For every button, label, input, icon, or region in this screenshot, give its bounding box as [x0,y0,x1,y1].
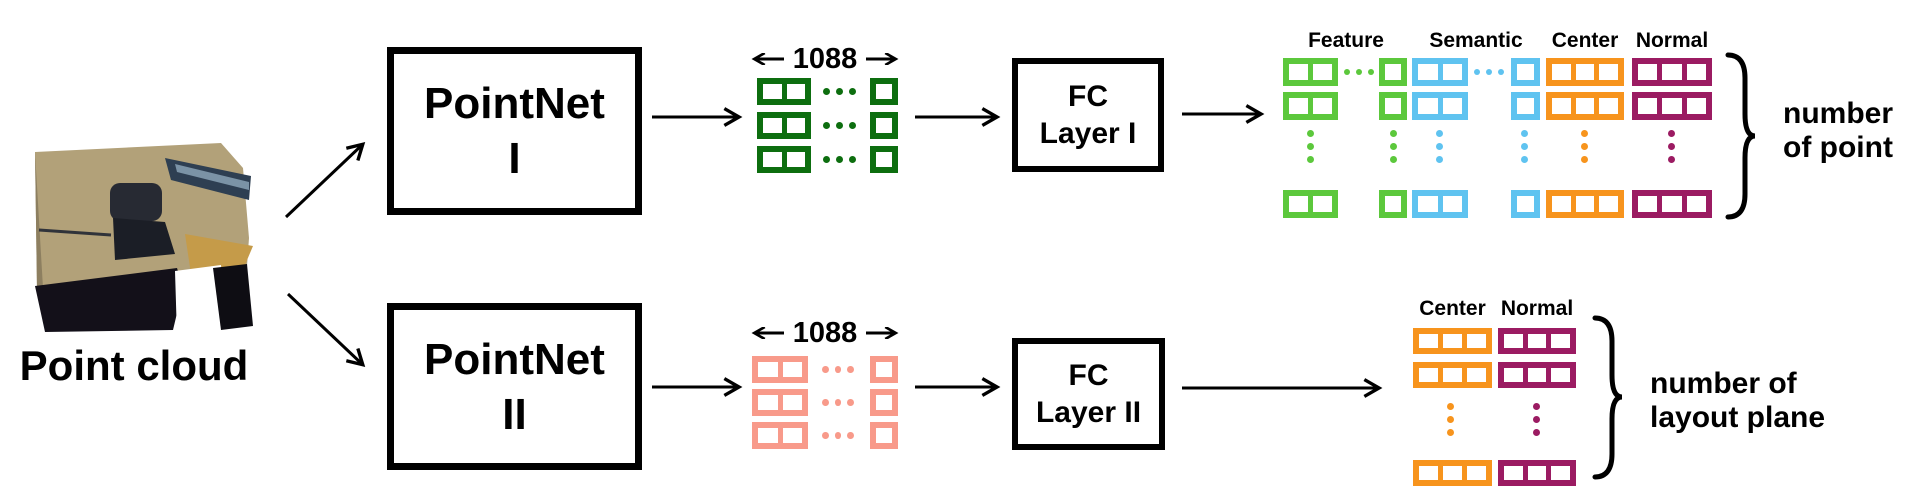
feature-cell-block [757,146,811,173]
fc-layer-1-box: FC Layer I [1012,58,1164,172]
feature-cell-block [752,356,808,383]
normal-header: Normal [1635,29,1709,52]
ellipsis-dots [1521,130,1528,163]
arrow-features-to-fc-1 [915,107,1001,127]
ellipsis-dots [822,422,855,449]
feature-dim-bottom-value: 1088 [792,316,858,349]
ellipsis-dots [1533,403,1540,436]
point-cloud-image [35,143,253,336]
left-arrow-icon [751,53,784,65]
feature-block [1283,190,1338,218]
center-block [1413,328,1492,354]
center-header: Center [1419,297,1486,320]
ellipsis-dots [823,78,856,105]
pointnet-2-label-line2: II [502,389,527,439]
normal-block [1498,362,1576,388]
normal-block [1632,92,1712,120]
feature-dim-top-value: 1088 [792,42,858,75]
normal-block [1498,328,1576,354]
feature-cell-block [757,112,811,139]
feature-cell-block [870,78,898,105]
points-count-note-line1: number [1783,97,1894,130]
feature-cell-block [870,112,898,139]
arrow-fc-1-to-output [1182,104,1265,124]
points-count-note-line2: of point [1783,131,1893,164]
semantic-block [1412,92,1468,120]
feature-cell-block [752,422,808,449]
feature-cell-block [870,356,898,383]
arrow-point-cloud-to-pointnet-1 [284,141,366,219]
semantic-block [1412,58,1468,86]
feature-block [1283,58,1338,86]
ellipsis-dots [1668,130,1675,163]
fc-layer-2-box: FC Layer II [1012,338,1165,450]
arrow-pointnet-2-to-features [652,377,743,397]
fc-layer-1-label-line2: Layer I [1039,117,1137,150]
semantic-block [1511,92,1540,120]
pointnet-1-box: PointNet I [387,47,642,215]
pointnet-1-label-line2: I [508,134,521,183]
center-block [1413,460,1492,486]
left-arrow-icon [751,327,784,339]
fc-layer-2-label-line2: Layer II [1035,396,1142,429]
arrow-point-cloud-to-pointnet-2 [286,292,366,368]
feature-block [1379,190,1407,218]
normal-block [1632,190,1712,218]
feature-block [1379,58,1407,86]
feature-dim-bottom: 1088 [746,316,904,349]
normal-block [1498,460,1576,486]
feature-block [1283,92,1338,120]
center-header: Center [1551,29,1619,52]
pointnet-2-label-line1: PointNet [424,334,605,384]
feature-cell-block [752,389,808,416]
feature-cell-block [870,422,898,449]
ellipsis-dots [822,356,855,383]
ellipsis-dots [1342,58,1375,86]
feature-cell-block [870,389,898,416]
planes-count-note: number of layout plane [1650,367,1825,435]
arrow-features-to-fc-2 [915,377,1001,397]
right-arrow-icon [866,327,899,339]
semantic-block [1511,58,1540,86]
fc-layer-1-label-line1: FC [1068,79,1108,113]
semantic-block [1412,190,1468,218]
feature-dim-top: 1088 [746,42,904,75]
feature-cell-block [757,78,811,105]
brace-icon-top [1725,52,1756,220]
normal-block [1632,58,1712,86]
ellipsis-dots [1472,58,1505,86]
center-block [1546,190,1624,218]
point-cloud-label: Point cloud [19,342,249,389]
ellipsis-dots [1307,130,1314,163]
planes-count-note-line2: layout plane [1650,401,1826,434]
arrow-fc-2-to-output [1182,378,1383,398]
ellipsis-dots [822,389,855,416]
fc-layer-2-label-line1: FC [1068,358,1109,392]
semantic-header: Semantic [1429,29,1523,52]
arrow-pointnet-1-to-features [652,107,743,127]
center-block [1413,362,1492,388]
right-arrow-icon [866,53,899,65]
feature-cell-block [870,146,898,173]
pointnet-2-box: PointNet II [387,303,642,470]
ellipsis-dots [1436,130,1443,163]
brace-icon-bottom [1592,315,1623,480]
pointnet-1-label-line1: PointNet [424,79,605,128]
center-block [1546,92,1624,120]
planes-count-note-line1: number of [1650,367,1797,400]
ellipsis-dots [823,146,856,173]
normal-header: Normal [1500,297,1574,320]
feature-block [1379,92,1407,120]
ellipsis-dots [1390,130,1397,163]
ellipsis-dots [823,112,856,139]
points-count-note: number of point [1783,97,1893,165]
feature-header: Feature [1308,29,1384,52]
semantic-block [1511,190,1540,218]
ellipsis-dots [1581,130,1588,163]
center-block [1546,58,1624,86]
ellipsis-dots [1447,403,1454,436]
